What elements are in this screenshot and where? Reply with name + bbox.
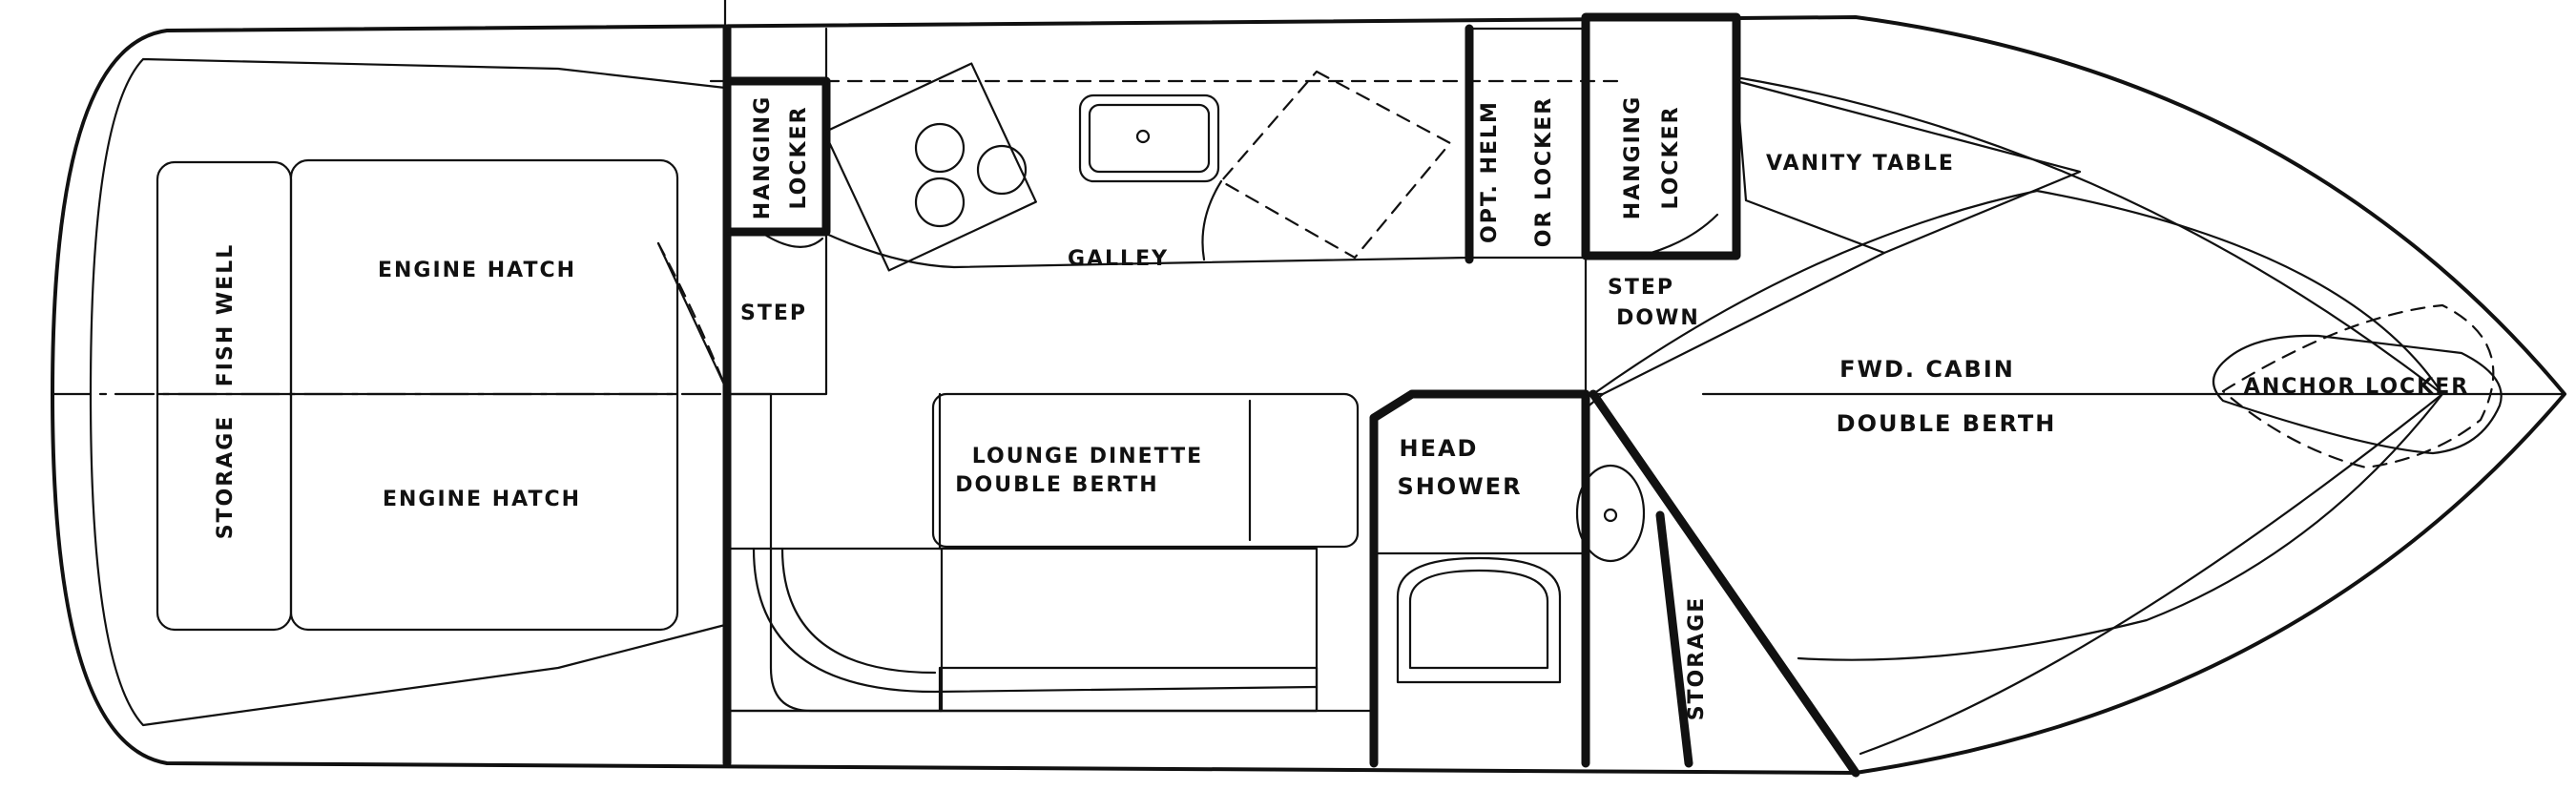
opt-helm-label-1: OPT. HELM bbox=[1478, 100, 1502, 243]
head-toilet-inner bbox=[1408, 569, 1549, 670]
galley-sink-inner bbox=[1088, 103, 1211, 174]
dinette-table bbox=[931, 392, 1360, 549]
hanging-locker-fwd-label-2: LOCKER bbox=[1659, 105, 1683, 209]
burner-1 bbox=[914, 122, 966, 174]
hanging-locker-aft-label-2: LOCKER bbox=[787, 105, 811, 209]
galley-sink bbox=[1078, 94, 1220, 183]
vanity-table bbox=[1735, 79, 2082, 255]
door-swing bbox=[656, 241, 727, 388]
v-berth-outline bbox=[1591, 189, 2444, 661]
storage-aft-label: STORAGE bbox=[214, 415, 238, 540]
galley-door-arc bbox=[1201, 179, 1223, 261]
hull-outline bbox=[51, 15, 2566, 775]
door-arc bbox=[656, 241, 727, 388]
hanging-locker-fwd-label-1: HANGING bbox=[1621, 95, 1645, 220]
fwd-storage-wall bbox=[1589, 389, 1860, 778]
galley-stove bbox=[823, 62, 1037, 272]
lounge-label-2: DOUBLE BERTH bbox=[955, 473, 1158, 497]
head-walls bbox=[1369, 389, 1590, 768]
fwd-locker-door-arc bbox=[1639, 213, 1719, 258]
dinette-back bbox=[725, 547, 944, 713]
step-down-label-1: STEP bbox=[1608, 276, 1674, 300]
vanity-table-label: VANITY TABLE bbox=[1766, 152, 1955, 176]
lounge-label-1: LOUNGE DINETTE bbox=[972, 445, 1203, 468]
fish-well-hatch bbox=[156, 160, 293, 632]
hanging-locker-fwd bbox=[1581, 12, 1741, 260]
sink-drain bbox=[1135, 129, 1151, 144]
engine-hatch-bottom-label: ENGINE HATCH bbox=[383, 488, 581, 511]
galley-fridge-dashed bbox=[1219, 70, 1452, 260]
fwd-storage-wall-2 bbox=[1655, 510, 1693, 768]
head-toilet bbox=[1396, 556, 1562, 684]
dinette-seat-outline bbox=[725, 392, 1319, 713]
opt-helm-label-2: OR LOCKER bbox=[1532, 96, 1556, 247]
dinette-seat-curve bbox=[752, 547, 1319, 694]
storage-fwd-label: STORAGE bbox=[1685, 596, 1709, 721]
fwd-cabin-label: FWD. CABIN bbox=[1839, 356, 2015, 383]
anchor-locker-dashed bbox=[2221, 303, 2495, 469]
hanging-locker-aft-label-1: HANGING bbox=[751, 95, 775, 220]
step-down-label-2: DOWN bbox=[1616, 306, 1700, 330]
head-sink-drain bbox=[1603, 508, 1618, 523]
galley-label: GALLEY bbox=[1068, 247, 1169, 271]
burner-2 bbox=[976, 144, 1028, 196]
fish-well-label: FISH WELL bbox=[214, 243, 238, 386]
step-box bbox=[725, 232, 828, 396]
hull-inner-line bbox=[89, 57, 727, 727]
hanging-locker-aft bbox=[722, 76, 831, 237]
step-label: STEP bbox=[740, 301, 807, 325]
double-berth-label: DOUBLE BERTH bbox=[1837, 410, 2057, 437]
head-sink bbox=[1575, 464, 1646, 563]
head-label-2: SHOWER bbox=[1397, 473, 1522, 500]
burner-3 bbox=[914, 177, 966, 228]
anchor-locker-label: ANCHOR LOCKER bbox=[2244, 375, 2469, 399]
head-label-1: HEAD bbox=[1400, 435, 1479, 462]
engine-hatch-top-label: ENGINE HATCH bbox=[378, 259, 576, 282]
galley-counter bbox=[824, 27, 1471, 269]
head-fwd-wall bbox=[1584, 392, 1605, 410]
anchor-locker-outline bbox=[2212, 334, 2503, 455]
locker-door-arc bbox=[761, 232, 824, 248]
